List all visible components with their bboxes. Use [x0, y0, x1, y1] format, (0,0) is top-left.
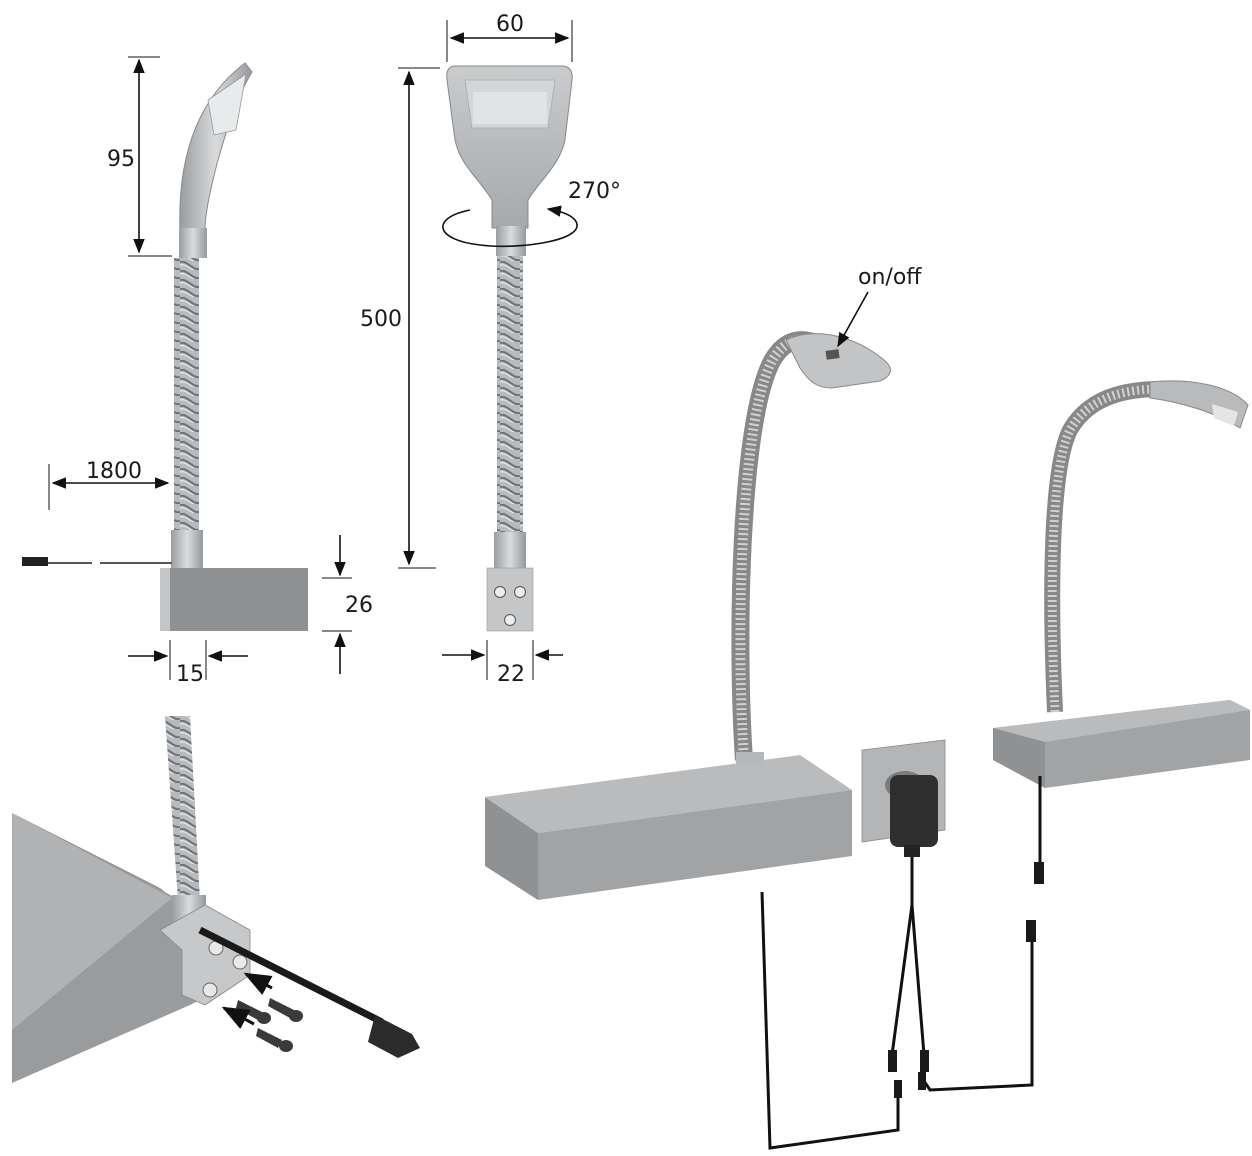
side-view: 95 1800 26 15 [22, 56, 373, 687]
screws [236, 998, 303, 1052]
dim-rotation: 270° [568, 179, 621, 204]
front-gooseneck [497, 256, 523, 534]
dim-base-depth: 15 [176, 662, 204, 687]
dim-base-width: 22 [497, 662, 525, 687]
dim-head-length: 95 [107, 147, 135, 172]
dim-head-width: 60 [496, 12, 524, 37]
front-view: 270° 60 500 22 [360, 12, 621, 687]
wiring [760, 776, 1042, 1150]
side-base-block [160, 568, 308, 631]
installed-scene: on/off [485, 265, 1250, 1150]
power-adapter [890, 775, 938, 847]
rotation-arrow [442, 205, 578, 248]
dim-gooseneck-length: 500 [360, 307, 402, 332]
dim-base-height: 26 [345, 593, 373, 618]
installed-lamp-head [785, 333, 891, 389]
mounting-detail [12, 716, 420, 1083]
side-gooseneck [174, 258, 199, 530]
label-switch: on/off [858, 265, 922, 290]
cable-connector [368, 1015, 420, 1058]
dim-cable-length: 1800 [86, 459, 142, 484]
